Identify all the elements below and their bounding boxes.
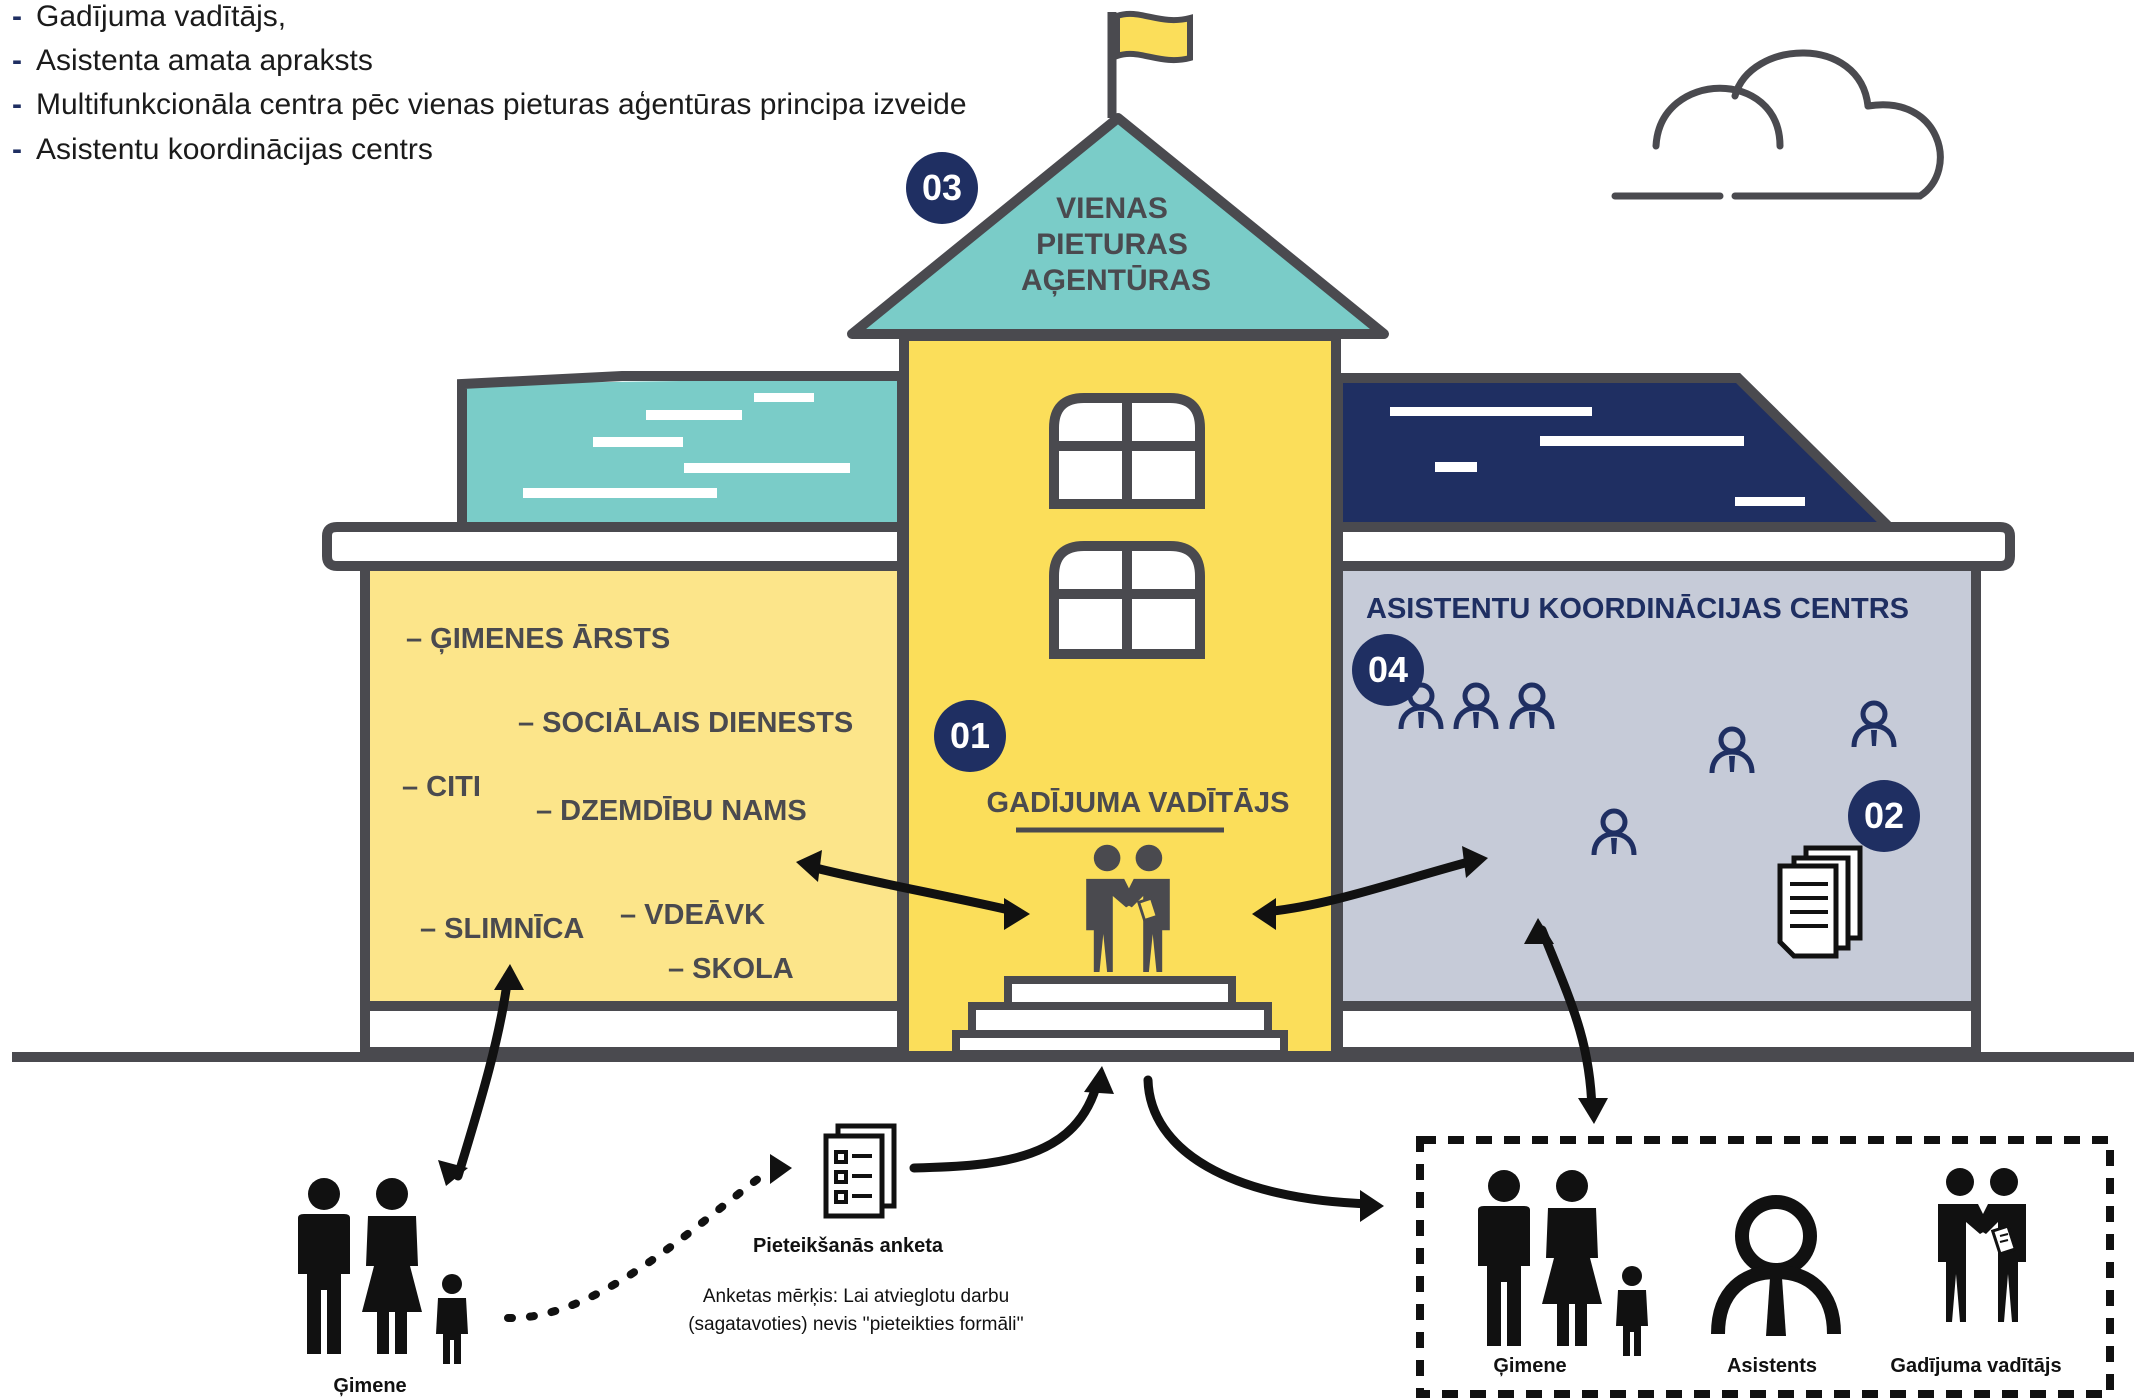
- window: [1049, 393, 1205, 509]
- badge-03-label: 03: [922, 167, 962, 208]
- right-wing-title: ASISTENTU KOORDINĀCIJAS CENTRS: [1366, 593, 1909, 625]
- roof-line-3: AĢENTŪRAS: [1021, 264, 1211, 297]
- form-label: Pieteikšanās anketa: [753, 1235, 944, 1257]
- roof-line-2: PIETURAS: [1036, 228, 1188, 261]
- form-icon: [823, 1123, 897, 1219]
- legend-item-text: Gadījuma vadītājs,: [36, 0, 287, 33]
- right-roof-lines: [1390, 407, 1805, 506]
- legend-item: -Gadījuma vadītājs,: [12, 0, 287, 33]
- center-title: GADĪJUMA VADĪTĀJS: [987, 787, 1290, 819]
- left-wing: [360, 561, 907, 1011]
- left-item: – CITI: [402, 771, 481, 803]
- team-box: [1416, 1136, 2114, 1398]
- badge-02: 02: [1848, 780, 1920, 852]
- team-assistant-label: Asistents: [1727, 1355, 1817, 1377]
- badge-04-label: 04: [1368, 649, 1408, 690]
- left-item: – SLIMNĪCA: [420, 913, 584, 945]
- roof-line-1: VIENAS: [1056, 192, 1168, 225]
- right-roof: [1333, 373, 1903, 533]
- arrow-right-team: [1537, 925, 1597, 1115]
- arrow-center-right: [1259, 855, 1481, 917]
- legend-item: -Asistentu koordinācijas centrs: [12, 133, 433, 166]
- form-note-line-2: (sagatavoties) nevis ''pieteikties formā…: [688, 1314, 1024, 1335]
- arrow-left-center: [803, 861, 1023, 917]
- arrow-family-left: [453, 971, 513, 1181]
- case-manager-icon: [1936, 1166, 2028, 1324]
- legend-item: -Multifunkcionāla centra pēc vienas piet…: [12, 88, 967, 121]
- tower-roof: [847, 113, 1389, 339]
- entrance-steps: [952, 976, 1288, 1058]
- cloud-icon: [1611, 49, 1944, 200]
- form-note-line-1: Anketas mērķis: Lai atvieglotu darbu: [703, 1286, 1009, 1307]
- arrow-steps-form: [909, 1075, 1103, 1173]
- assistant-icon: [1711, 1195, 1841, 1335]
- legend-item-text: Asistenta amata apraksts: [36, 44, 373, 77]
- handshake-icon: [1086, 844, 1170, 972]
- left-item: – SOCIĀLAIS DIENESTS: [518, 707, 853, 739]
- team-family-icon: [1478, 1170, 1648, 1356]
- left-item: – ĢIMENES ĀRSTS: [406, 623, 670, 655]
- left-item: – SKOLA: [668, 953, 794, 985]
- legend-item-text: Multifunkcionāla centra pēc vienas pietu…: [36, 88, 967, 121]
- team-family-label: Ģimene: [1493, 1355, 1566, 1377]
- family-icon: [298, 1178, 468, 1364]
- flag: [1114, 10, 1193, 64]
- legend-item-text: Asistentu koordinācijas centrs: [36, 133, 433, 166]
- dotted-arrow: [504, 1166, 774, 1323]
- documents-icon: [1777, 845, 1863, 959]
- left-item: – VDEĀVK: [620, 899, 765, 931]
- arrow-steps-team: [1143, 1075, 1377, 1209]
- badge-01-label: 01: [950, 715, 990, 756]
- team-case-manager-label: Gadījuma vadītājs: [1890, 1355, 2061, 1377]
- legend-item: -Asistenta amata apraksts: [12, 44, 373, 77]
- left-roof-lines: [523, 393, 850, 498]
- left-item: – DZEMDĪBU NAMS: [536, 795, 807, 827]
- window: [1049, 541, 1205, 659]
- badge-01: 01: [934, 700, 1006, 772]
- badge-02-label: 02: [1864, 795, 1904, 836]
- badge-03: 03: [906, 152, 978, 224]
- badge-04: 04: [1352, 634, 1424, 706]
- family-label: Ģimene: [333, 1375, 406, 1397]
